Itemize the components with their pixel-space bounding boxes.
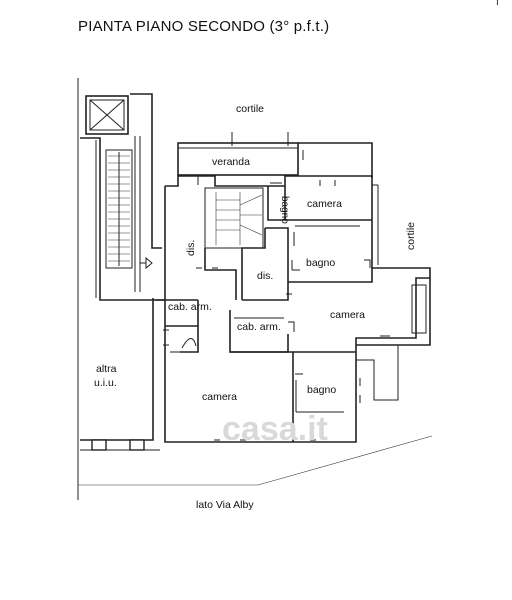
page-marker: |: [496, 0, 499, 6]
label-dis-center: dis.: [257, 270, 273, 282]
watermark-logo: casa.it: [222, 410, 328, 448]
label-bagno-mid: bagno: [306, 257, 335, 269]
left-neighbour-strip: [80, 137, 165, 451]
label-veranda: veranda: [212, 156, 250, 168]
label-cab-arm-center: cab. arm.: [237, 321, 281, 333]
label-uiu: u.i.u.: [94, 377, 117, 389]
stair-treads: [108, 152, 130, 266]
door-marks: [163, 175, 390, 441]
label-bagno-lower: bagno: [307, 384, 336, 396]
label-cab-arm-left: cab. arm.: [168, 301, 212, 313]
label-camera-lower: camera: [202, 391, 237, 403]
common-stairwell: [105, 93, 162, 292]
veranda-block: [177, 132, 373, 178]
label-camera-right: camera: [330, 309, 365, 321]
label-camera-top: camera: [307, 198, 342, 210]
internal-stair: [204, 187, 264, 249]
label-dis-vertical: dis.: [185, 240, 197, 256]
label-bagno-small: bagno: [279, 196, 290, 224]
label-altra: altra: [96, 363, 117, 375]
lift-shaft: [85, 95, 129, 135]
street-side-label: lato Via Alby: [196, 499, 254, 511]
page-title: PIANTA PIANO SECONDO (3° p.f.t.): [78, 18, 329, 35]
label-cortile-right: cortile: [405, 222, 417, 250]
entrance-arrow-icon: [140, 256, 153, 270]
frame-lines: [77, 78, 433, 500]
room-labels: cortile veranda bagno camera cortile dis…: [94, 103, 417, 403]
label-cortile-top: cortile: [236, 103, 264, 115]
interior-walls: [165, 186, 430, 442]
